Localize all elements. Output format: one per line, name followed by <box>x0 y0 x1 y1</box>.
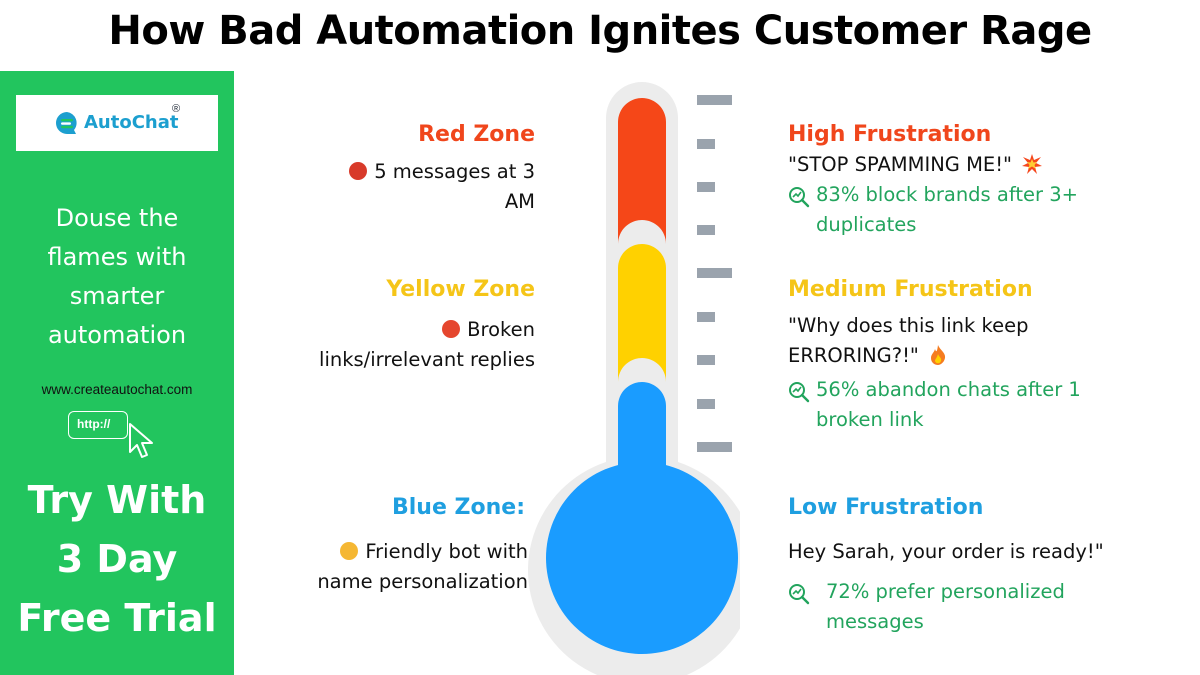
desc-line: 5 messages at 3 <box>275 157 535 187</box>
stat-line: 83% block brands after 3+ <box>816 183 1078 206</box>
desc-line: links/irrelevant replies <box>319 348 535 371</box>
tick <box>697 399 715 409</box>
blue-segment <box>618 382 666 490</box>
desc-text: Broken <box>467 318 535 341</box>
red-zone-desc: 5 messages at 3 AM <box>275 157 535 217</box>
low-frustration-stat: 72% prefer personalized messages <box>788 577 1188 637</box>
stat-line: duplicates <box>816 213 917 236</box>
collision-icon <box>1022 154 1043 174</box>
low-frustration-heading: Low Frustration <box>788 495 984 520</box>
url-label: http:// <box>77 417 111 431</box>
trend-search-icon <box>789 584 810 605</box>
quote-line: ERRORING?!" <box>788 341 1188 371</box>
red-segment <box>618 98 666 244</box>
desc-line: name personalization <box>317 570 528 593</box>
stat-text: 56% abandon chats after 1 broken link <box>816 375 1081 435</box>
tick <box>697 312 715 322</box>
desc-text: Friendly bot with <box>365 540 528 563</box>
page-title: How Bad Automation Ignites Customer Rage <box>108 8 1092 54</box>
desc-text: 5 messages at 3 <box>374 160 535 183</box>
cta-line: Free Trial <box>17 596 217 640</box>
medium-frustration-stat: 56% abandon chats after 1 broken link <box>788 375 1188 435</box>
registered-mark: ® <box>172 103 181 115</box>
tick <box>697 139 715 149</box>
desc-line: AM <box>504 190 535 213</box>
stat-text: 72% prefer personalized messages <box>826 577 1065 637</box>
yellow-zone-heading: Yellow Zone <box>386 277 535 302</box>
tick <box>697 182 715 192</box>
fire-icon <box>931 345 946 365</box>
thermometer <box>528 82 740 675</box>
desc-line: Broken <box>255 315 535 345</box>
quote-text: ERRORING?!" <box>788 344 919 367</box>
trend-search-icon <box>789 382 810 403</box>
medium-frustration-quote: "Why does this link keep ERRORING?!" <box>788 311 1188 371</box>
logo-text: AutoChat <box>84 112 179 133</box>
logo[interactable]: AutoChat ® <box>16 95 218 151</box>
yellow-segment <box>618 244 666 382</box>
blue-zone-heading: Blue Zone: <box>392 495 525 520</box>
stat-line: broken link <box>816 408 924 431</box>
stat-line: messages <box>826 610 924 633</box>
angry-face-icon <box>442 320 461 338</box>
tagline-line: Douse the <box>55 204 179 232</box>
yellow-zone-desc: Broken links/irrelevant replies <box>255 315 535 375</box>
high-frustration-stat: 83% block brands after 3+ duplicates <box>788 180 1188 240</box>
smiling-face-icon <box>340 542 359 560</box>
blue-zone-desc: Friendly bot with name personalization <box>248 537 528 597</box>
trial-cta[interactable]: Try With 3 Day Free Trial <box>0 471 234 648</box>
tagline-line: smarter <box>69 282 165 310</box>
low-frustration-quote: Hey Sarah, your order is ready!" <box>788 537 1188 567</box>
cta-line: Try With <box>27 478 207 522</box>
quote-text: "STOP SPAMMING ME!" <box>788 153 1013 176</box>
tick <box>697 355 715 365</box>
high-frustration-heading: High Frustration <box>788 122 992 147</box>
mouse-pointer-icon <box>129 423 153 458</box>
thermometer-bulb <box>546 462 738 654</box>
tick-major <box>697 442 732 452</box>
stat-line: 56% abandon chats after 1 <box>816 378 1081 401</box>
red-zone-heading: Red Zone <box>418 122 535 147</box>
tagline-line: automation <box>47 321 187 349</box>
tick-major <box>697 95 732 105</box>
trend-search-icon <box>789 187 810 208</box>
website-link[interactable]: www.createautochat.com <box>41 382 193 397</box>
desc-line: Friendly bot with <box>248 537 528 567</box>
tagline-line: flames with <box>47 243 187 271</box>
tick <box>697 225 715 235</box>
url-box[interactable]: http:// <box>68 411 128 439</box>
quote-line: "Why does this link keep <box>788 314 1029 337</box>
cta-line: 3 Day <box>56 537 178 581</box>
scale-ticks <box>697 95 732 452</box>
tagline: Douse the flames with smarter automation <box>8 199 226 355</box>
stat-line: 72% prefer personalized <box>826 580 1065 603</box>
stat-text: 83% block brands after 3+ duplicates <box>816 180 1078 240</box>
tick-major <box>697 268 732 278</box>
promo-sidebar: AutoChat ® Douse the flames with smarter… <box>0 71 234 675</box>
angry-face-cursing-icon <box>349 162 368 180</box>
medium-frustration-heading: Medium Frustration <box>788 277 1033 302</box>
quote-line: Hey Sarah, your order is ready!" <box>788 540 1104 563</box>
high-frustration-quote: "STOP SPAMMING ME!" <box>788 150 1188 180</box>
chat-bubble-icon <box>56 112 77 134</box>
